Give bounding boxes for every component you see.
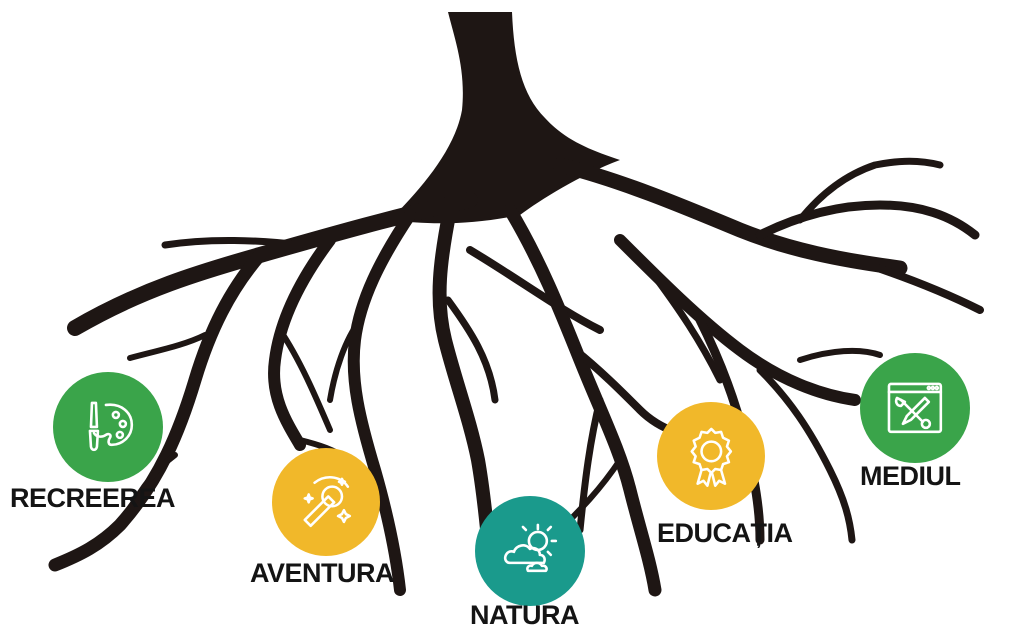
palette-icon — [76, 395, 140, 459]
recreerea-label: RECREEREA — [10, 483, 175, 514]
magic-wand-icon — [295, 471, 358, 534]
tools-icon — [883, 376, 947, 440]
mediul-node — [860, 353, 970, 463]
educatia-label: EDUCAȚIA — [657, 518, 793, 549]
natura-node — [475, 496, 585, 606]
recreerea-node — [53, 372, 163, 482]
natura-label: NATURA — [470, 600, 579, 631]
sun-cloud-icon — [498, 519, 562, 583]
mediul-label: MEDIUL — [860, 461, 961, 492]
educatia-node — [657, 402, 765, 510]
aventura-label: AVENTURA — [250, 558, 394, 589]
aventura-node — [272, 448, 380, 556]
award-ribbon-icon — [680, 425, 743, 488]
